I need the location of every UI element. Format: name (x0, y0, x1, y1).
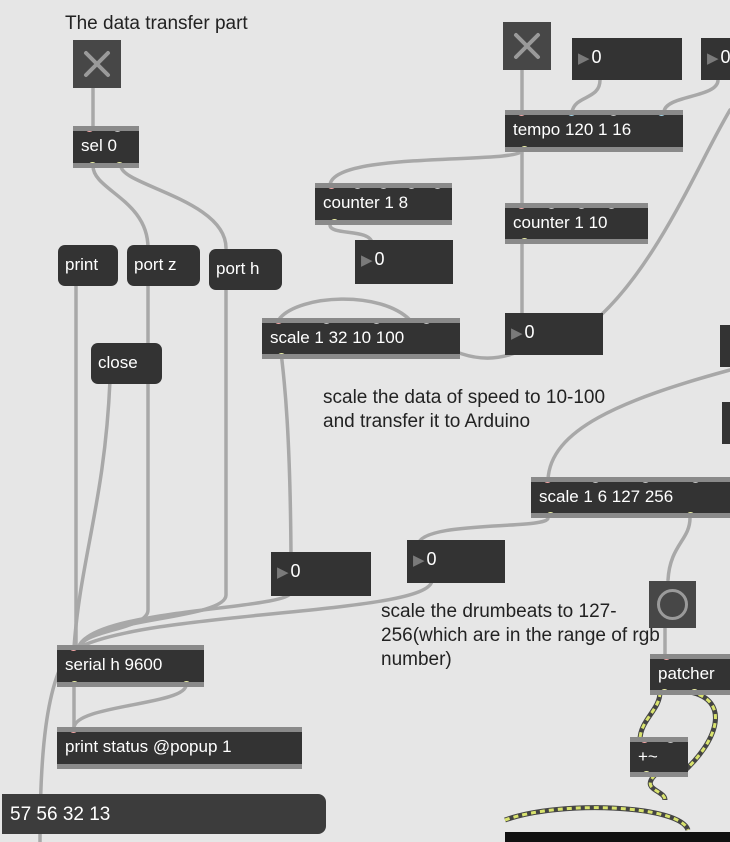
sel-object[interactable]: sel 0 (73, 126, 139, 168)
sel-label: sel 0 (81, 136, 117, 155)
patcher-label: patcher (658, 664, 715, 683)
tempo-object[interactable]: tempo 120 1 16 (505, 110, 683, 152)
number-arrow-icon: ▶ (413, 552, 425, 569)
scale-speed-comment: scale the data of speed to 10-100 and tr… (323, 387, 606, 432)
tempo-left-number[interactable]: ▶0 (572, 38, 682, 80)
bang-button[interactable] (649, 581, 696, 628)
bang-circle-icon (657, 589, 688, 620)
counter-8-object[interactable]: counter 1 8 (315, 183, 452, 225)
scale-speed-number[interactable]: ▶0 (271, 552, 371, 596)
x-toggle-icon (514, 33, 540, 59)
toggle-right[interactable] (503, 22, 551, 70)
number-arrow-icon: ▶ (707, 50, 719, 67)
serial-label: serial h 9600 (65, 655, 163, 674)
console-output: 57 56 32 13 (2, 794, 326, 834)
counter-8-label: counter 1 8 (323, 193, 409, 212)
counter-8-number[interactable]: ▶0 (355, 240, 453, 284)
counter-10-object[interactable]: counter 1 10 (505, 203, 648, 244)
tempo-label: tempo 120 1 16 (513, 120, 632, 139)
scale-speed-object[interactable]: scale 1 32 10 100 (262, 318, 460, 359)
patcher-object[interactable]: patcher (650, 654, 730, 695)
close-message[interactable]: close (91, 343, 162, 384)
print-status-object[interactable]: print status @popup 1 (57, 727, 302, 769)
number-arrow-icon: ▶ (578, 50, 590, 67)
x-toggle-icon (84, 51, 110, 77)
bottom-edge-bar (505, 832, 730, 842)
partial-box-lower[interactable] (722, 402, 730, 444)
title-comment: The data transfer part (65, 13, 248, 34)
counter-10-number[interactable]: ▶0 (505, 313, 603, 355)
scale-speed-label: scale 1 32 10 100 (270, 328, 405, 347)
serial-object[interactable]: serial h 9600 (57, 645, 204, 687)
scale-drum-label: scale 1 6 127 256 (539, 487, 674, 506)
partial-box-upper[interactable] (720, 325, 730, 367)
number-arrow-icon: ▶ (277, 564, 289, 581)
port-h-message[interactable]: port h (209, 249, 282, 290)
plus-signal-label: +~ (638, 747, 658, 766)
plus-signal-object[interactable]: +~ (630, 737, 688, 777)
print-message[interactable]: print (58, 245, 118, 286)
scale-drum-comment: scale the drumbeats to 127-256(which are… (381, 601, 660, 670)
counter-10-label: counter 1 10 (513, 213, 608, 232)
scale-drum-number[interactable]: ▶0 (407, 540, 505, 583)
tempo-right-number[interactable]: ▶0 (701, 38, 730, 80)
scale-drum-object[interactable]: scale 1 6 127 256 (531, 477, 730, 518)
number-arrow-icon: ▶ (511, 325, 523, 342)
toggle-left[interactable] (73, 40, 121, 88)
port-z-message[interactable]: port z (127, 245, 200, 286)
number-arrow-icon: ▶ (361, 252, 373, 269)
print-status-label: print status @popup 1 (65, 737, 232, 756)
